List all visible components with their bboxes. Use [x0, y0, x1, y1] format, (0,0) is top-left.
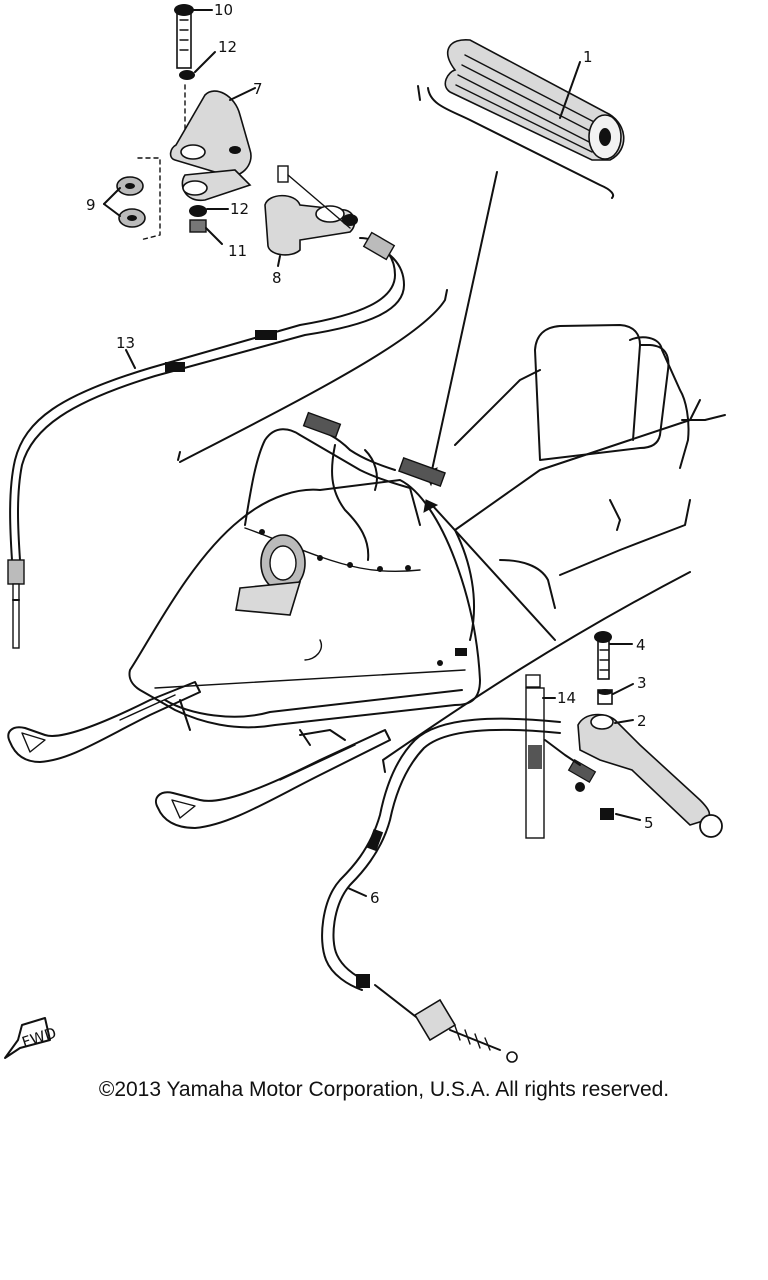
callout-5: 5: [644, 814, 654, 832]
callout-2: 2: [637, 712, 647, 730]
callout-14: 14: [557, 689, 576, 707]
callout-1: 1: [583, 48, 593, 66]
callout-4: 4: [636, 636, 646, 654]
group-brackets: [177, 289, 691, 773]
assembly-arrows: [423, 171, 556, 641]
callout-12-lower: 12: [230, 200, 249, 218]
callout-9: 9: [86, 196, 96, 214]
handlebar-grip: [417, 39, 625, 199]
copyright-notice: ©2013 Yamaha Motor Corporation, U.S.A. A…: [98, 1078, 670, 1101]
leader-1: [559, 61, 581, 119]
callout-11: 11: [228, 242, 247, 260]
callout-8: 8: [272, 269, 282, 287]
callout-7: 7: [253, 80, 263, 98]
callout-leaders-top: [103, 9, 281, 267]
fwd-label: FWD: [20, 1024, 59, 1052]
callout-10: 10: [214, 1, 233, 19]
skis: [7, 681, 391, 829]
throttle-cable: [7, 231, 405, 649]
callout-leaders-bottom: [347, 643, 641, 897]
callout-13: 13: [116, 334, 135, 352]
callout-12-top: 12: [218, 38, 237, 56]
brake-cable: [321, 717, 581, 1063]
fwd-arrow-icon: FWD: [4, 1017, 59, 1059]
snowmobile-body: [128, 324, 726, 746]
callout-3: 3: [637, 674, 647, 692]
callout-6: 6: [370, 889, 380, 907]
throttle-housing-assembly: [116, 4, 358, 256]
brake-lever-assembly: [525, 631, 723, 839]
